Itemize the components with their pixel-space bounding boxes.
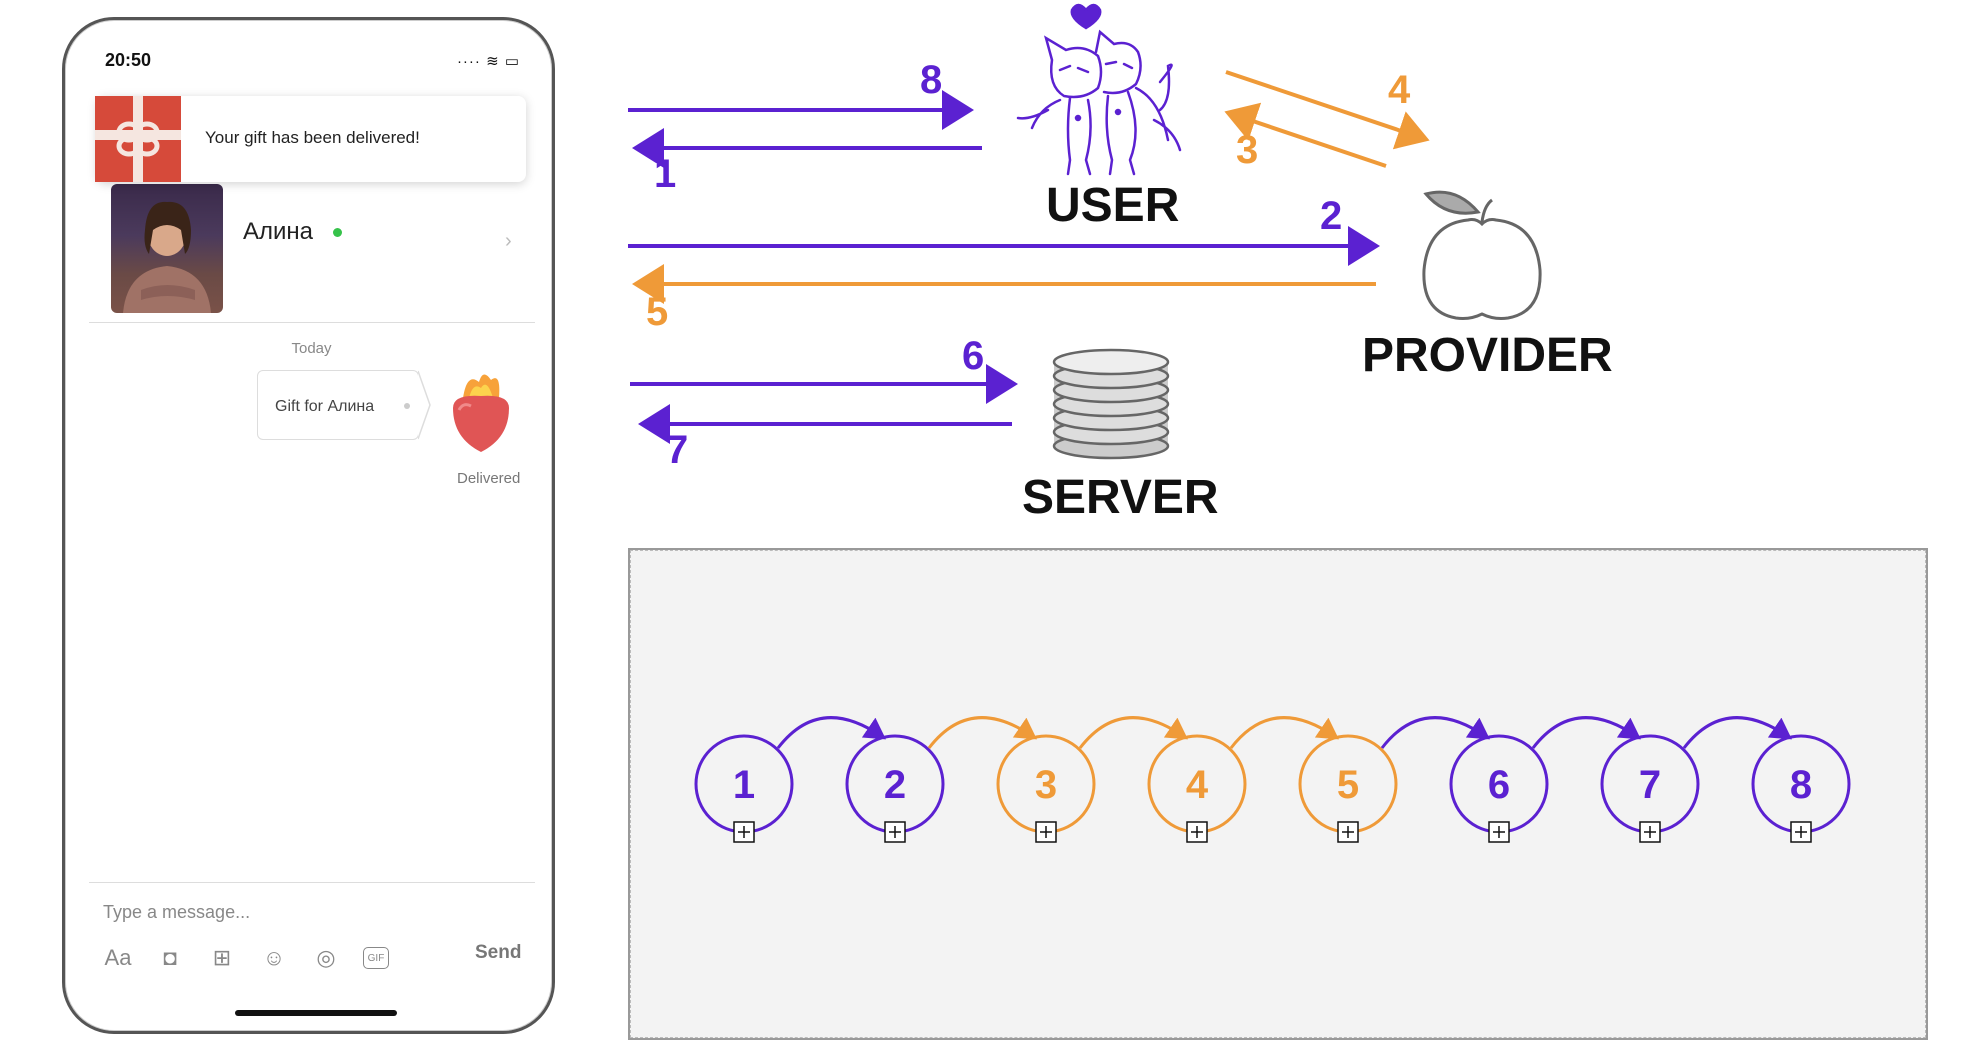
phone-frame: 20:50 ···· ≋ ▭ Your gift has been delive…	[62, 17, 555, 1034]
sequence-label-3: 3	[1035, 763, 1057, 807]
node-label-server: SERVER	[1022, 471, 1219, 524]
online-status-dot	[333, 228, 342, 237]
sequence-label-1: 1	[733, 763, 755, 807]
text-format-icon[interactable]: Aa	[104, 945, 132, 970]
status-time: 20:50	[105, 50, 152, 70]
plus-icon	[738, 826, 750, 838]
plus-icon	[1493, 826, 1505, 838]
composer-divider	[89, 882, 535, 883]
sequence-label-5: 5	[1337, 763, 1359, 807]
arrow-label-4: 4	[1388, 68, 1411, 112]
sequence-label-2: 2	[884, 763, 906, 807]
arrow-label-3: 3	[1236, 128, 1259, 172]
notification-text: Your gift has been delivered!	[205, 128, 420, 147]
arrow-3	[1224, 102, 1387, 168]
gift-box-icon	[95, 96, 181, 182]
plus-icon	[889, 826, 901, 838]
message-input[interactable]: Type a message...	[103, 902, 251, 922]
send-button[interactable]: Send	[475, 942, 522, 963]
sequence-arc-7-8	[1682, 716, 1792, 749]
read-dot-icon	[404, 403, 410, 409]
arrow-label-7: 7	[666, 428, 689, 472]
plus-icon	[1040, 826, 1052, 838]
delivery-status: Delivered	[457, 470, 521, 487]
contact-name[interactable]: Алина	[243, 218, 314, 245]
message-text: Gift for Алина	[275, 398, 375, 415]
arrow-label-1: 1	[654, 152, 677, 196]
sequence-arc-3-4	[1078, 716, 1188, 749]
server-database-icon	[1052, 348, 1170, 460]
chevron-right-icon[interactable]: ›	[505, 230, 512, 252]
sequence-arc-1-2	[776, 716, 886, 749]
sequence-label-8: 8	[1790, 763, 1812, 807]
sequence-arc-4-5	[1229, 716, 1339, 749]
sequence-label-4: 4	[1186, 763, 1209, 807]
sequence-label-6: 6	[1488, 763, 1510, 807]
user-illustration-icon	[1016, 3, 1182, 176]
arrow-label-2: 2	[1320, 194, 1343, 238]
node-label-user: USER	[1046, 179, 1180, 232]
date-separator: Today	[291, 340, 332, 357]
status-icons: ···· ≋ ▭	[456, 53, 520, 70]
sequence-arc-6-7	[1531, 716, 1641, 749]
node-label-provider: PROVIDER	[1362, 329, 1613, 382]
arrow-label-8: 8	[920, 58, 943, 102]
sequence-arc-2-3	[927, 716, 1037, 749]
apple-icon	[1422, 190, 1542, 320]
sequence-panel: 1 2 3 4 5 6 7 8	[628, 548, 1928, 1040]
sequence-arc-5-6	[1380, 716, 1490, 749]
plus-icon	[1795, 826, 1807, 838]
flaming-strawberry-icon	[441, 368, 521, 458]
sequence-label-7: 7	[1639, 763, 1661, 807]
arrow-4	[1225, 70, 1430, 150]
emoji-icon[interactable]: ☺	[262, 945, 286, 970]
arrow-label-5: 5	[646, 290, 669, 334]
avatar-person-icon	[123, 201, 211, 313]
gift-icon[interactable]: ⊞	[212, 945, 232, 970]
location-icon[interactable]: ◎	[316, 945, 336, 970]
sequence-chain: 1 2 3 4 5 6 7 8	[694, 716, 1851, 843]
gif-icon[interactable]: GIF	[363, 947, 389, 969]
camera-icon[interactable]: ◘	[163, 945, 177, 970]
composer-toolbar: Aa ◘ ⊞ ☺ ◎ GIF	[103, 938, 389, 978]
bubble-tail-icon	[418, 370, 431, 440]
plus-icon	[1342, 826, 1354, 838]
plus-icon	[1191, 826, 1203, 838]
home-indicator	[235, 1010, 397, 1016]
avatar[interactable]	[111, 184, 223, 313]
plus-icon	[1644, 826, 1656, 838]
header-divider	[89, 322, 535, 323]
arrow-label-6: 6	[962, 334, 985, 378]
message-bubble[interactable]	[257, 370, 431, 440]
